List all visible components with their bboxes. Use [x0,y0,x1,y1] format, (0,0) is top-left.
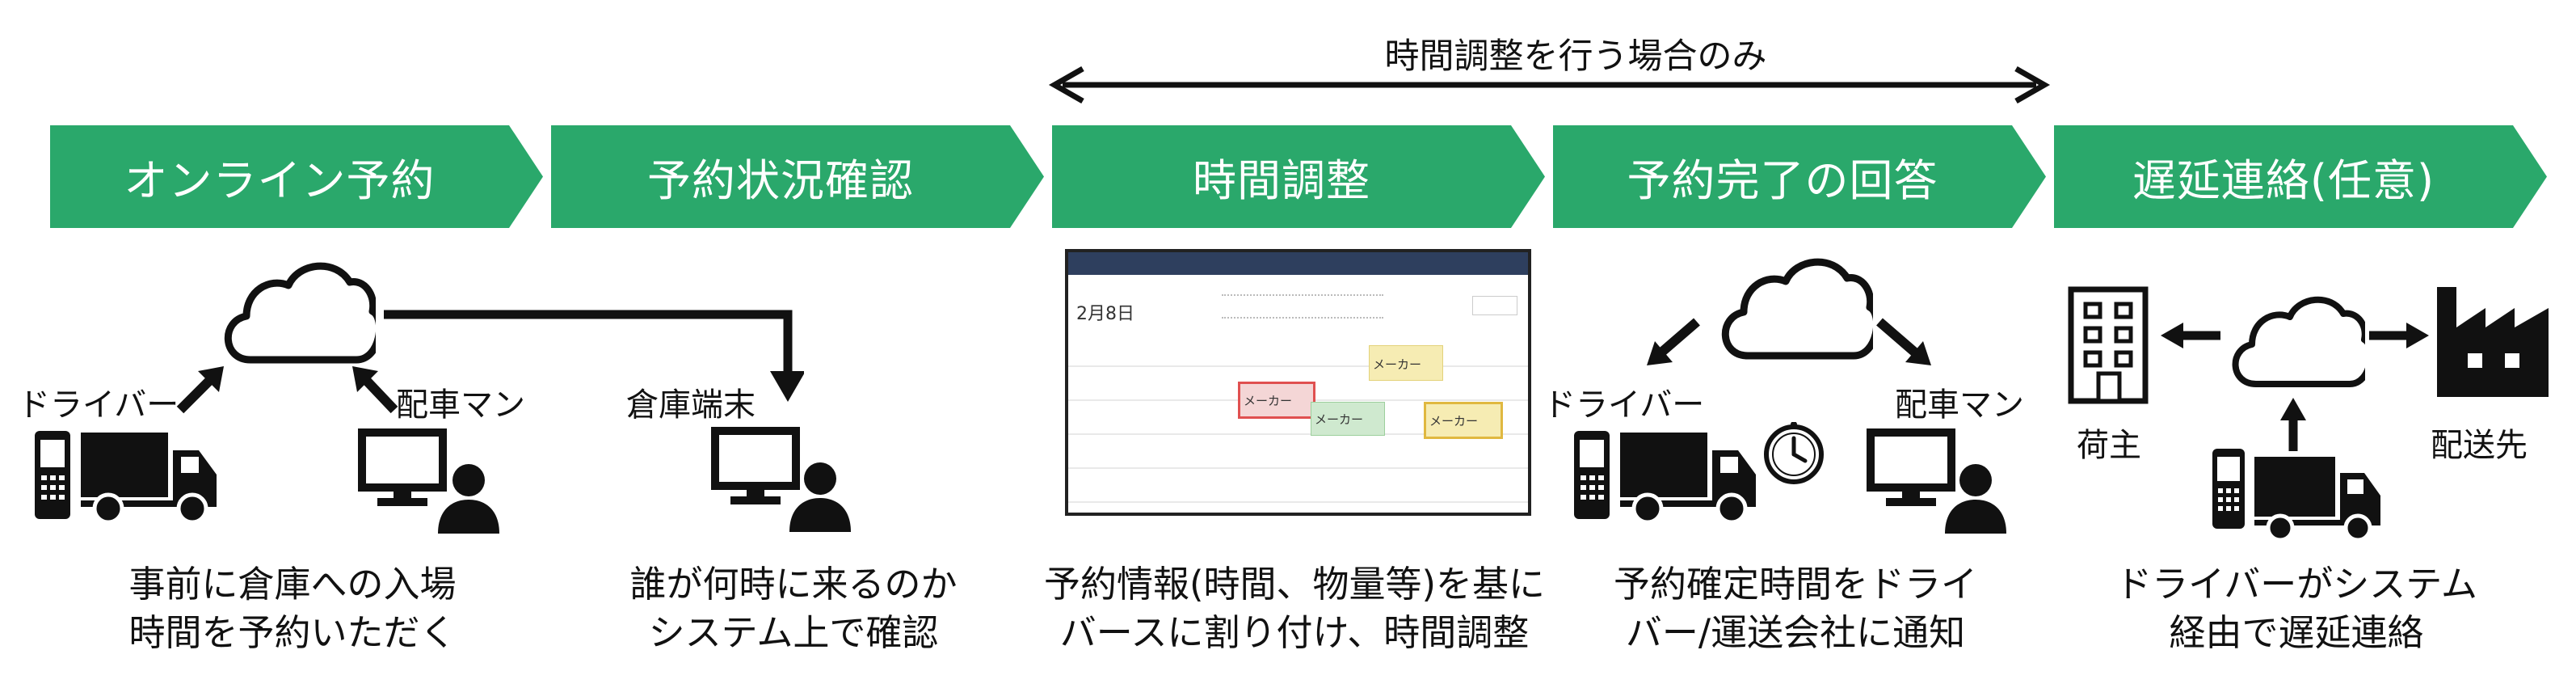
monitor-icon [711,427,800,504]
caption-line: 時間を予約いただく [128,611,457,654]
phone-icon [1574,431,1610,519]
calendar-view-switch [1472,296,1517,315]
truck-icon [81,433,217,523]
dispatcher-label: 配車マン [396,386,525,424]
range-double-arrow [1048,65,2051,104]
stage-time-adjustment: 時間調整 [1052,125,1545,228]
connector-arrow-to-terminal [384,310,804,402]
stage-reservation-status: 予約状況確認 [551,125,1044,228]
dispatcher-label: 配車マン [1895,386,2024,424]
calendar-event: メーカー [1424,402,1503,439]
caption-line: バー/運送会社に通知 [1625,611,1966,654]
calendar-event-label: メーカー [1244,394,1293,408]
monitor-icon [358,428,447,506]
stage-delay-contact: 遅延連絡(任意) [2054,125,2547,228]
arrow-driver-to-cloud [176,366,224,414]
stage-label: 時間調整 [1193,155,1370,206]
caption-line: システム上で確認 [648,611,939,654]
range-note: 時間調整を行う場合のみ [1384,36,1767,77]
calendar-toolbar [1222,294,1383,319]
caption-line: バースに割り付け、時間調整 [1059,611,1530,654]
building-icon [2068,286,2149,404]
phone-icon [2212,449,2245,529]
person-icon [1945,464,2006,534]
truck-icon [2254,457,2380,542]
arrow-cloud-to-dispatcher [1876,318,1931,365]
caption-line: 予約確定時間をドライ [1613,563,1977,606]
calendar-event-label: メーカー [1315,412,1364,427]
person-icon [438,464,499,534]
warehouse-terminal-label: 倉庫端末 [626,386,756,424]
caption-stage5: ドライバーがシステム 経由で遅延連絡 [2054,560,2539,657]
stage-label: オンライン予約 [124,155,436,206]
arrow-cloud-to-driver [1647,318,1700,365]
calendar-event: メーカー [1369,345,1443,381]
arrow-truck-to-cloud [2280,398,2306,451]
caption-line: 事前に倉庫への入場 [128,563,457,606]
caption-line: 誰が何時に来るのか [629,563,958,606]
monitor-icon [1867,428,1955,506]
stage-online-reservation: オンライン予約 [50,125,543,228]
calendar-event: メーカー [1311,402,1385,436]
arrow-dispatcher-to-cloud [352,366,398,414]
truck-icon [1620,433,1756,523]
shipper-label: 荷主 [2077,427,2141,464]
calendar-screenshot: 2月8日 メーカー メーカー メーカー メーカー [1065,249,1531,516]
calendar-date: 2月8日 [1076,304,1134,324]
caption-line: 経由で遅延連絡 [2169,611,2424,654]
arrow-cloud-to-shipper [2161,323,2220,348]
driver-label: ドライバー [18,386,179,424]
arrow-cloud-to-destination [2369,323,2429,348]
cloud-icon [224,262,376,364]
caption-stage2: 誰が何時に来るのか システム上で確認 [551,560,1036,657]
caption-stage3: 予約情報(時間、物量等)を基に バースに割り付け、時間調整 [1028,560,1561,657]
calendar-event: メーカー [1238,382,1315,419]
stage-label: 予約状況確認 [647,155,914,206]
cloud-icon [1721,258,1873,360]
stage-label: 予約完了の回答 [1627,155,1938,206]
caption-line: 予約情報(時間、物量等)を基に [1043,563,1546,606]
cloud-icon [2232,296,2365,387]
calendar-event-label: メーカー [1373,357,1422,372]
caption-stage4: 予約確定時間をドライ バー/運送会社に通知 [1553,560,2038,657]
phone-icon [35,431,70,519]
factory-icon [2437,287,2549,397]
person-icon [789,462,851,532]
caption-stage1: 事前に倉庫への入場 時間を予約いただく [50,560,535,657]
caption-line: ドライバーがシステム [2115,563,2477,606]
calendar-top-bar [1068,252,1528,275]
stage-reservation-complete: 予約完了の回答 [1553,125,2046,228]
destination-label: 配送先 [2431,427,2528,464]
driver-label: ドライバー [1543,386,1705,424]
stage-label: 遅延連絡(任意) [2132,155,2435,206]
clock-icon [1764,422,1824,484]
calendar-event-label: メーカー [1429,414,1479,428]
